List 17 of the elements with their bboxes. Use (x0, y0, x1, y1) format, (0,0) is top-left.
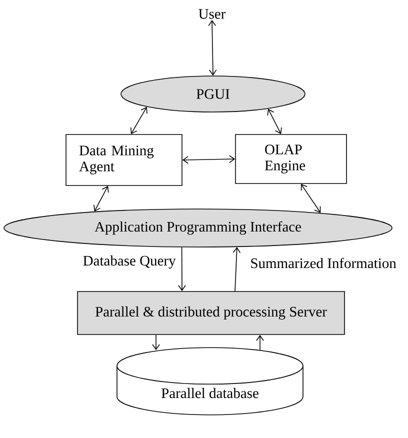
arrow (232, 247, 241, 292)
database-cylinder: Parallel database (116, 347, 304, 416)
arrow (300, 184, 321, 213)
edge-label: Summarized Information (249, 256, 398, 270)
arrow (130, 106, 148, 134)
arrow (182, 155, 236, 164)
arrow (256, 334, 264, 350)
server-box: Parallel & distributed processing Server (77, 291, 345, 335)
arrow (178, 246, 186, 292)
arrow (267, 108, 282, 134)
arrow (208, 20, 217, 76)
arrow (94, 186, 109, 212)
edge-label: Database Query (82, 254, 177, 270)
process-box: Data Mining Agent (66, 134, 182, 186)
arrow (152, 334, 160, 350)
user-label: User (198, 9, 226, 19)
process-box: OLAP Engine (235, 134, 347, 184)
